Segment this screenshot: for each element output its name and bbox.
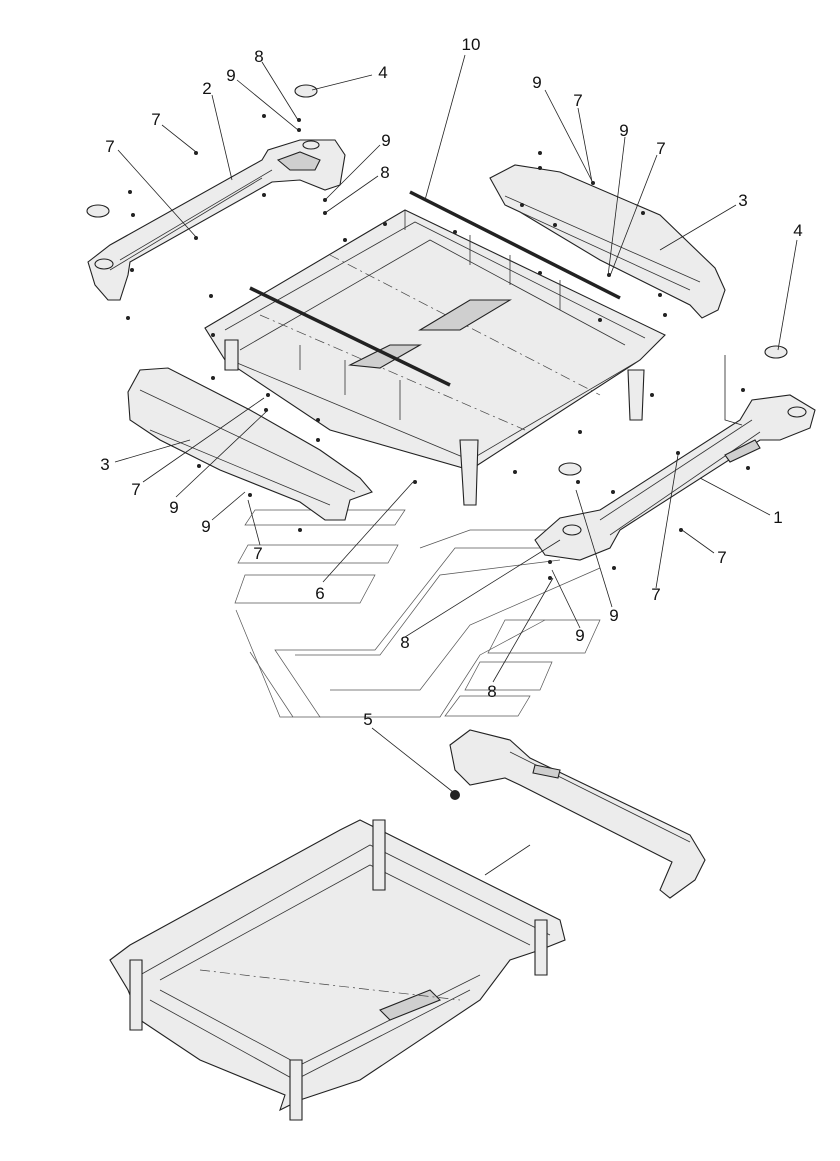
end-cap-top [294, 84, 318, 98]
callout-label: 6 [315, 584, 324, 603]
callout-label: 7 [105, 137, 114, 156]
right-side-cover-part [489, 164, 726, 319]
callout-label: 9 [201, 517, 210, 536]
callout-label: 9 [619, 121, 628, 140]
callout-label: 9 [532, 73, 541, 92]
nut-part [450, 790, 460, 800]
end-cap-middle [558, 462, 582, 476]
callout-label: 7 [151, 110, 160, 129]
stiffener-rods [249, 190, 621, 420]
callout-label: 9 [169, 498, 178, 517]
callout-label: 4 [378, 63, 387, 82]
left-roof-rail-part [87, 139, 346, 301]
callout-label: 7 [573, 91, 582, 110]
callout-label: 7 [131, 480, 140, 499]
end-cap-left [86, 204, 110, 218]
roof-panel-assembly [204, 209, 666, 506]
fasteners [126, 114, 750, 580]
callout-label: 10 [462, 35, 481, 54]
callout-label: 9 [226, 66, 235, 85]
callout-label: 1 [773, 508, 782, 527]
callout-label: 8 [487, 682, 496, 701]
callout-label: 7 [717, 548, 726, 567]
lower-assembled-rail [449, 729, 706, 899]
lower-frame-assembly [109, 819, 566, 1121]
end-cap-right [764, 345, 788, 359]
front-side-cover-part [127, 367, 373, 521]
callout-label: 5 [363, 710, 372, 729]
right-roof-rail-part [534, 394, 816, 561]
callout-label: 3 [100, 455, 109, 474]
callout-label: 8 [254, 47, 263, 66]
callout-label: 4 [793, 221, 802, 240]
callout-leader-lines [114, 54, 798, 876]
callout-label: 9 [381, 131, 390, 150]
callout-label: 2 [202, 79, 211, 98]
projection-guide-lines [234, 509, 610, 718]
callout-label: 8 [400, 633, 409, 652]
callout-label: 7 [651, 585, 660, 604]
callout-label: 9 [609, 606, 618, 625]
callout-label: 8 [380, 163, 389, 182]
callout-label: 3 [738, 191, 747, 210]
callout-label: 7 [253, 544, 262, 563]
callout-labels: 10 8 4 9 2 7 7 9 8 9 7 9 7 3 4 3 7 9 9 7… [100, 35, 802, 729]
callout-label: 9 [575, 626, 584, 645]
callout-label: 7 [656, 139, 665, 158]
